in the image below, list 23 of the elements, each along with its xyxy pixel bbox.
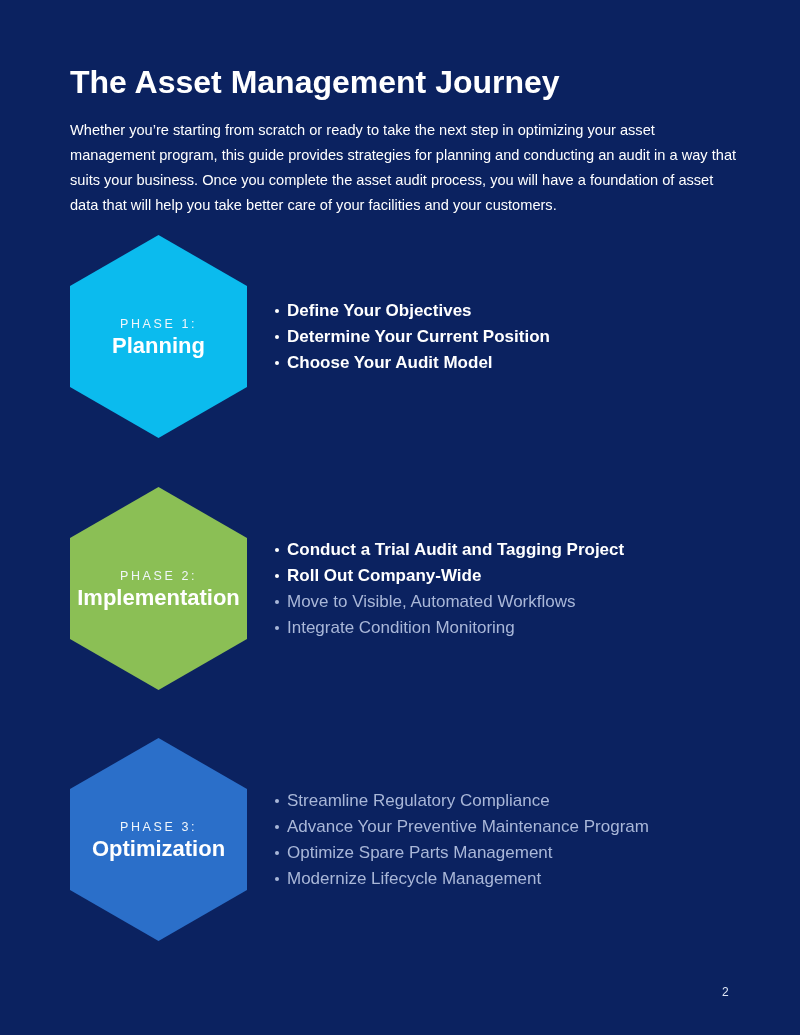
list-item: Determine Your Current Position bbox=[287, 325, 550, 348]
phase-hexagon bbox=[70, 738, 247, 941]
phase-hexagon bbox=[70, 235, 247, 438]
intro-paragraph: Whether you’re starting from scratch or ready to take the next step in optimizing your asset management program, this guide provides strategies for planning and conducting an audit in a way that suits your business. Once you complete the asset audit process, you will have a foundation of asset data that will help you take better care of your facilities and your customers. bbox=[70, 121, 738, 215]
phase-label: PHASE 2: bbox=[119, 568, 198, 584]
list-item: Optimize Spare Parts Management bbox=[287, 841, 553, 864]
list-item: Streamline Regulatory Compliance bbox=[287, 789, 550, 812]
list-item: Advance Your Preventive Maintenance Program bbox=[287, 815, 649, 838]
list-item: Modernize Lifecycle Management bbox=[287, 867, 542, 890]
list-item: Move to Visible, Automated Workflows bbox=[287, 590, 576, 613]
phase-hexagon bbox=[70, 487, 247, 690]
page-title: The Asset Management Journey bbox=[70, 63, 560, 102]
phase-name: Planning bbox=[112, 332, 205, 359]
list-item: Conduct a Trial Audit and Tagging Project bbox=[287, 538, 625, 561]
list-item: Roll Out Company-Wide bbox=[287, 564, 482, 587]
list-item: Define Your Objectives bbox=[287, 299, 472, 322]
phase-name: Optimization bbox=[91, 835, 226, 862]
list-item: Integrate Condition Monitoring bbox=[287, 616, 515, 639]
phase-label: PHASE 3: bbox=[119, 819, 198, 835]
list-item: Choose Your Audit Model bbox=[287, 351, 493, 374]
phase-label: PHASE 1: bbox=[119, 316, 198, 332]
phase-name: Implementation bbox=[77, 584, 240, 611]
page-number: 2 bbox=[722, 984, 729, 1000]
